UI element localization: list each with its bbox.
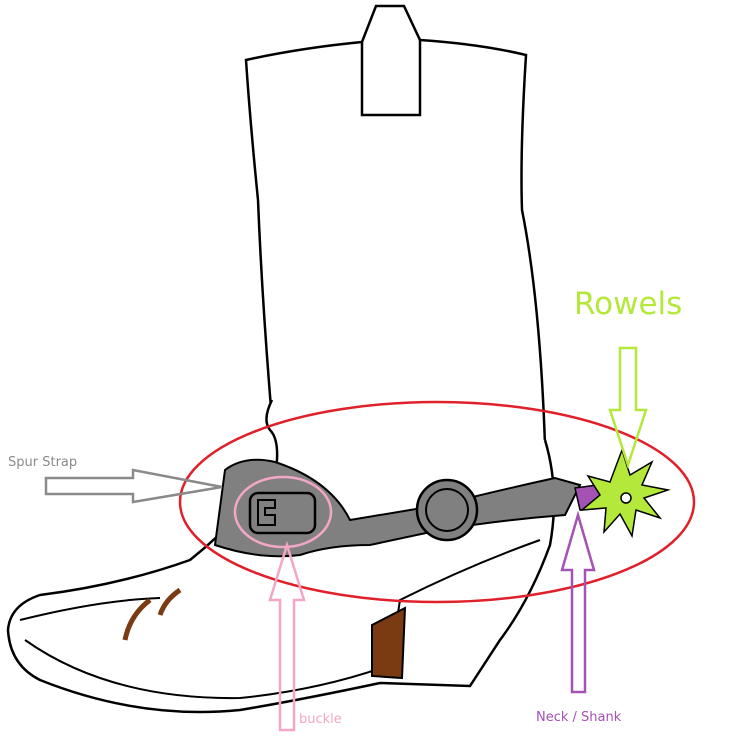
boot-sole-line: [24, 539, 541, 700]
boot-heel: [371, 606, 407, 680]
neck-shank-arrow: [560, 510, 596, 694]
spur-strap-label: Spur Strap: [8, 455, 78, 470]
neck-shank-label: Neck / Shank: [536, 710, 622, 725]
rowels-arrow: [608, 346, 648, 470]
rowel-pin: [620, 492, 632, 504]
boot-welt: [19, 597, 161, 621]
buckle-highlight-ellipse: [233, 475, 333, 549]
buckle-label: buckle: [299, 712, 342, 727]
boot-pull-tab: [360, 40, 422, 117]
rowels-label: Rowels: [574, 286, 683, 322]
buckle-icon: [248, 491, 317, 535]
toe-stitch-2: [157, 587, 182, 616]
spur-highlight-ellipse: [178, 400, 696, 604]
spur-strap-arrow: [44, 468, 223, 504]
boot-shaft: [244, 4, 547, 447]
toe-stitch-1: [122, 598, 152, 641]
spur-button-icon: [415, 478, 479, 542]
buckle-arrow: [268, 540, 306, 732]
